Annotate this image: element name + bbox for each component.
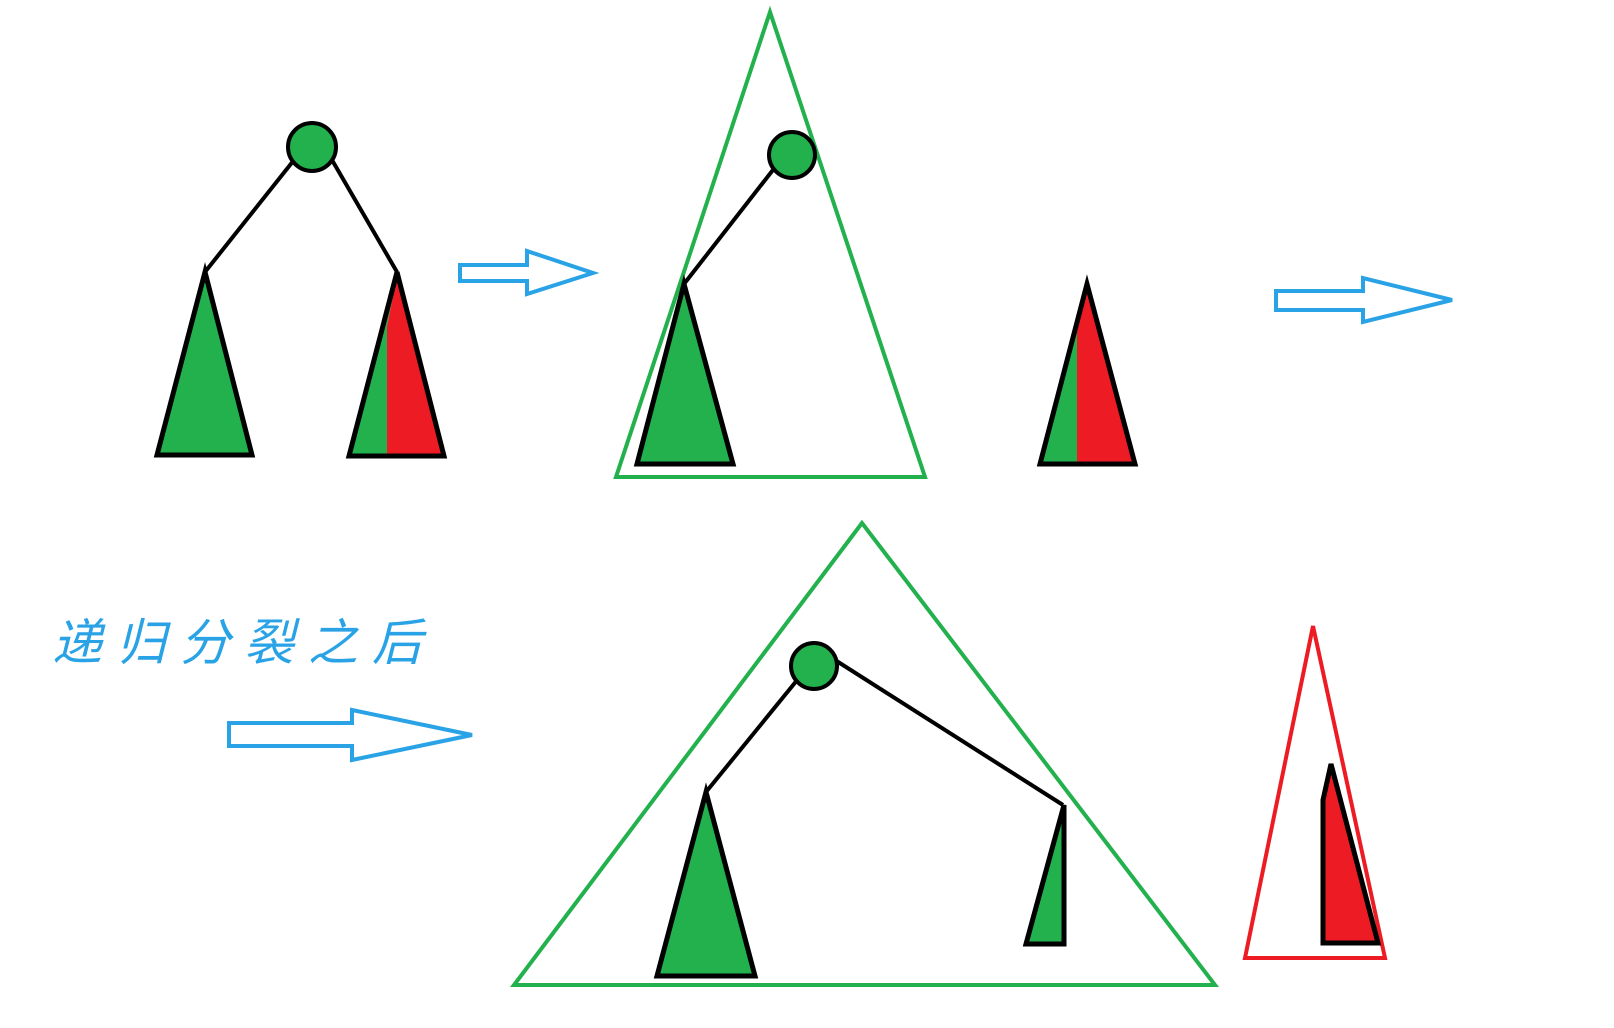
green-bounding-triangle — [509, 519, 1220, 987]
root-node — [767, 130, 817, 180]
left-subtree — [633, 274, 737, 467]
red-bounding-triangle — [1242, 625, 1388, 960]
right-arrow-icon — [227, 707, 473, 763]
left-subtree — [653, 782, 759, 979]
right-subtree-mixed — [345, 271, 448, 459]
stage-split — [613, 5, 1139, 479]
green-bounding-triangle — [613, 5, 928, 479]
stage-original-tree — [153, 121, 448, 459]
caption: 递归分裂之后 — [52, 614, 436, 672]
detached-subtree — [1036, 274, 1139, 467]
red-subtree — [1320, 763, 1382, 946]
edge-root-left — [704, 677, 800, 794]
edge-root-right — [330, 158, 399, 274]
right-arrow-icon — [458, 248, 600, 297]
edge-root-left — [203, 158, 296, 274]
right-green-sliver — [1022, 804, 1067, 947]
edge-root-right — [833, 658, 1065, 807]
root-node — [286, 121, 338, 173]
left-subtree — [153, 262, 256, 458]
edge-root-left — [682, 164, 778, 286]
right-arrow-icon — [1274, 275, 1453, 325]
stage-recursive-split — [509, 519, 1388, 987]
root-node — [789, 641, 839, 691]
